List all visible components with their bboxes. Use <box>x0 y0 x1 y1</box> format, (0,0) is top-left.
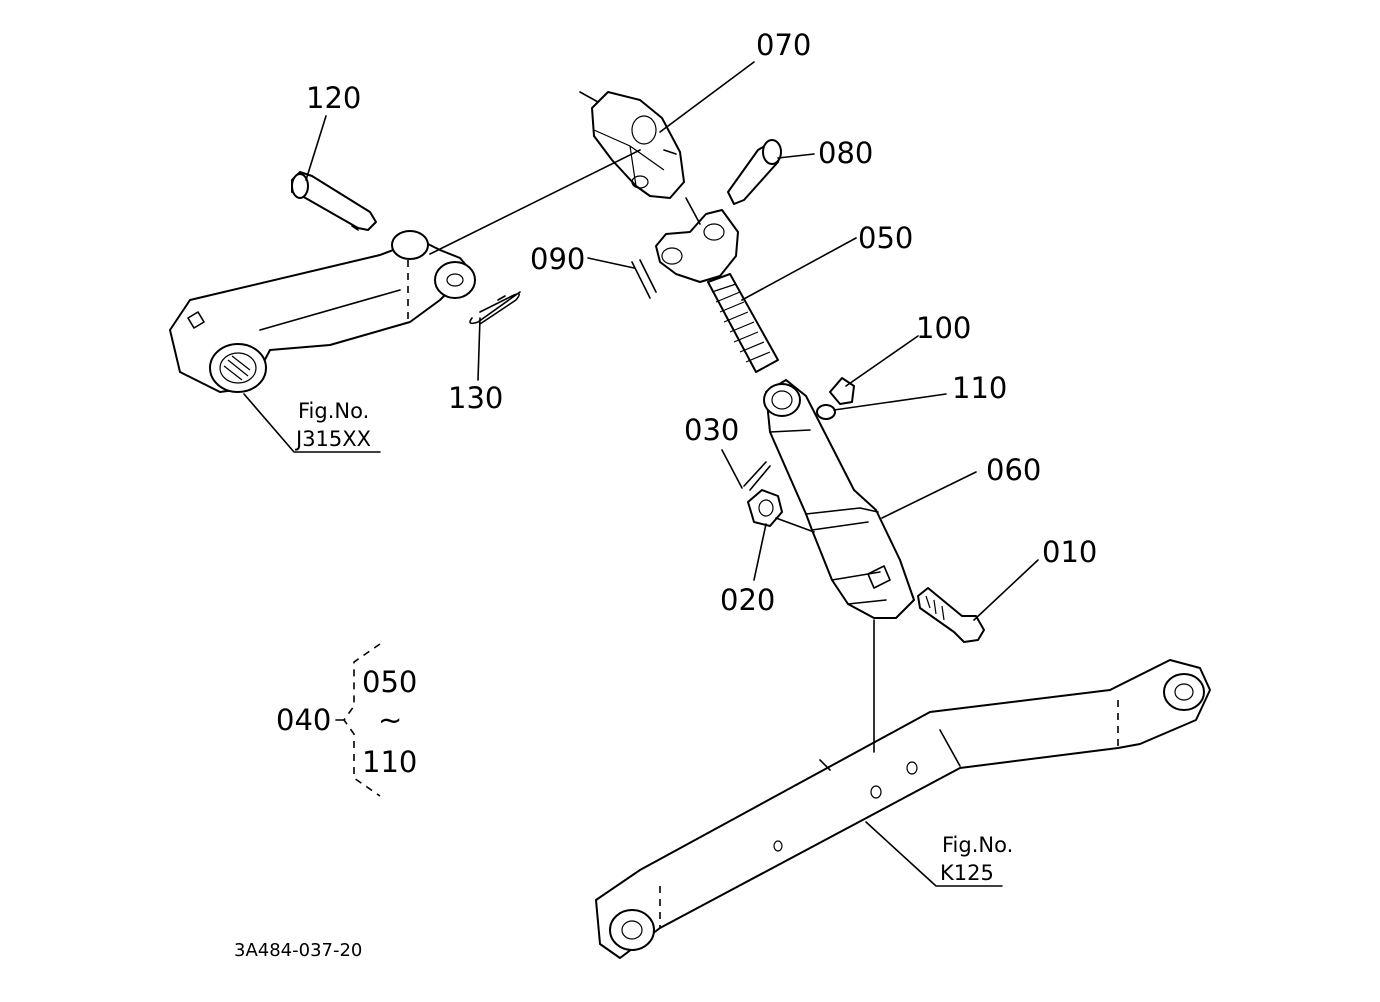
leader-lines <box>243 61 1039 887</box>
assembly-parent: 040 <box>276 703 331 737</box>
drawing-code: 3A484-037-20 <box>234 940 362 961</box>
split-pin-090 <box>631 259 657 299</box>
lower-link <box>595 659 1211 959</box>
spring-pin-030 <box>743 461 771 491</box>
clevis-pin-120 <box>291 171 377 231</box>
grease-nipple-100 <box>829 377 855 405</box>
assembly-last: 110 <box>362 745 417 779</box>
fig-ref-lower-code: K125 <box>940 861 994 885</box>
assembly-range-symbol: ~ <box>378 703 402 737</box>
callout-100: 100 <box>916 311 971 345</box>
lift-arm <box>169 230 476 393</box>
callout-050: 050 <box>858 221 913 255</box>
assembly-bracket <box>335 643 381 797</box>
callout-070: 070 <box>756 28 811 62</box>
callout-020: 020 <box>720 583 775 617</box>
washer-110 <box>816 404 836 420</box>
fig-ref-lower-label: Fig.No. <box>942 833 1013 857</box>
callout-130: 130 <box>448 381 503 415</box>
pin-080 <box>727 139 782 205</box>
callout-030: 030 <box>684 413 739 447</box>
bolt-010 <box>917 587 985 643</box>
turnbuckle-tube-060 <box>763 379 915 619</box>
fig-ref-upper-label: Fig.No. <box>298 399 369 423</box>
callout-080: 080 <box>818 136 873 170</box>
fig-ref-upper-code: J315XX <box>294 427 371 451</box>
adjusting-screw-050 <box>655 209 779 373</box>
callout-060: 060 <box>986 453 1041 487</box>
hair-pin-130 <box>469 291 521 325</box>
callout-120: 120 <box>306 81 361 115</box>
assembly-first: 050 <box>362 665 417 699</box>
callout-010: 010 <box>1042 535 1097 569</box>
callout-110: 110 <box>952 371 1007 405</box>
nut-020 <box>747 489 783 527</box>
top-link-070 <box>579 91 685 199</box>
callout-090: 090 <box>530 242 585 276</box>
